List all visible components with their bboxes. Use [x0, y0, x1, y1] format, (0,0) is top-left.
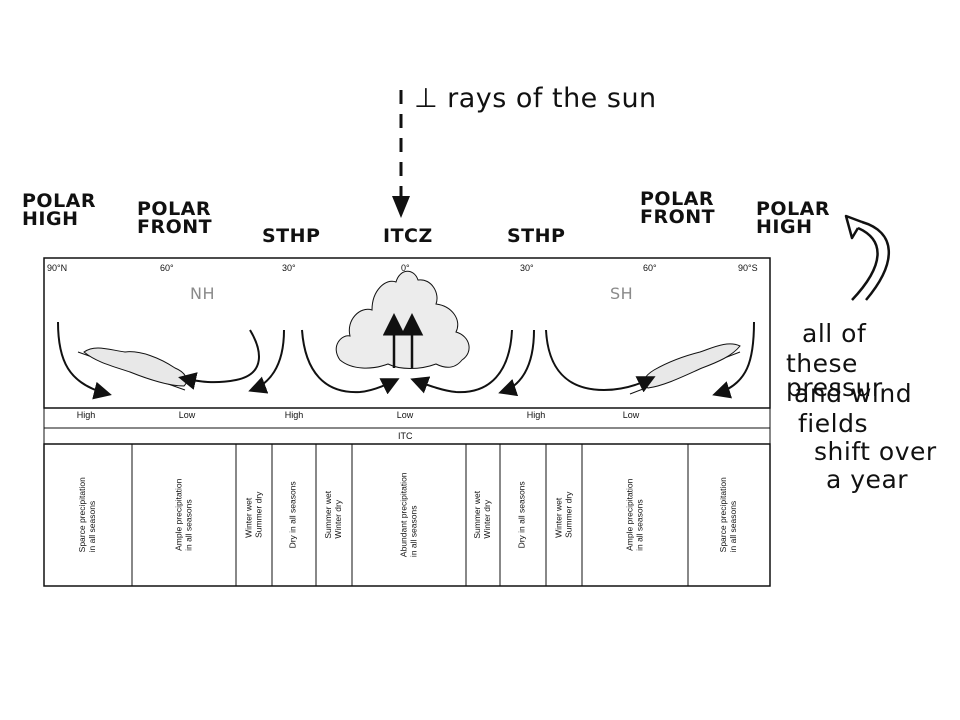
precip-zone-text: Summer wet Winter dry [323, 490, 343, 539]
hemisphere-label-south: SH [610, 284, 634, 303]
shift-note-line: all of [802, 319, 867, 348]
header-polar-front-south: POLAR FRONT [640, 188, 716, 229]
precip-zone: Sparce precipitation in all seasons [688, 446, 770, 583]
precip-zone-text: Sparce precipitation in all seasons [718, 476, 738, 553]
latitude-label: 30° [520, 263, 534, 273]
precip-zone: Ample precipitation in all seasons [132, 446, 236, 583]
shift-curved-arrow [844, 214, 890, 301]
latitude-label: 0° [401, 263, 410, 273]
itcz-cloud [335, 270, 470, 369]
header-polar-high-south: POLAR HIGH [756, 198, 831, 239]
precip-zone: Winter wet Summer dry [236, 446, 272, 583]
precip-zone-text: Winter wet Summer dry [553, 491, 574, 538]
precip-zone: Dry in all seasons [272, 446, 316, 583]
latitude-label: 30° [282, 263, 296, 273]
zone-dividers [131, 444, 689, 586]
surface-pressure-label: Low [396, 410, 414, 420]
frontal-cloud-south [643, 343, 741, 389]
surface-pressure-label: High [284, 410, 304, 420]
precip-zone: Winter wet Summer dry [546, 446, 582, 583]
shift-note-line: fields [798, 409, 868, 438]
surface-pressure-label: High [76, 410, 96, 420]
surface-pressure-label: Low [178, 410, 196, 420]
shift-note-line: these pressur [786, 349, 883, 402]
precip-zone-text: Abundant precipitation in all seasons [398, 472, 418, 557]
latitude-label: 90°N [47, 263, 68, 273]
precip-zone: Sparce precipitation in all seasons [44, 446, 132, 583]
sun-ray-arrow [392, 90, 410, 218]
itc-label: ITC [398, 431, 413, 441]
circulation-arrows [57, 321, 755, 400]
zones-box [43, 443, 771, 587]
precip-zone-text: Sparce precipitation in all seasons [77, 476, 97, 553]
frontal-cloud-north [83, 347, 188, 387]
hemisphere-label-north: NH [190, 284, 215, 303]
header-itcz: ITCZ [383, 225, 433, 247]
shift-note-line: shift over [814, 437, 937, 466]
latitude-label: 60° [643, 263, 657, 273]
shift-note-line: a year [826, 465, 909, 494]
precip-zone-text: Summer wet Winter dry [472, 490, 492, 539]
header-polar-high-north: POLAR HIGH [22, 190, 97, 231]
header-sthp-south: STHP [507, 225, 566, 247]
precip-zone-text: Dry in all seasons [288, 480, 299, 549]
precip-zone-text: Dry in all seasons [517, 480, 528, 549]
precip-zone-text: Ample precipitation in all seasons [173, 478, 193, 551]
latitude-label: 60° [160, 263, 174, 273]
latitude-label: 90°S [738, 263, 758, 273]
shift-note-line: and wind [794, 379, 913, 408]
precip-zone: Abundant precipitation in all seasons [352, 446, 466, 583]
precip-zone-text: Winter wet Summer dry [243, 491, 264, 538]
precip-zone: Dry in all seasons [500, 446, 546, 583]
surface-pressure-label: Low [622, 410, 640, 420]
itcz-updraft-arrows [382, 313, 424, 368]
sun-rays-annotation: ⊥ rays of the sun [414, 83, 657, 114]
header-sthp-north: STHP [262, 225, 321, 247]
precip-zone: Summer wet Winter dry [466, 446, 500, 583]
precip-zone: Summer wet Winter dry [316, 446, 352, 583]
surface-pressure-label: High [526, 410, 546, 420]
header-polar-front-north: POLAR FRONT [137, 198, 213, 239]
precip-zone: Ample precipitation in all seasons [582, 446, 688, 583]
precip-zone-text: Ample precipitation in all seasons [624, 478, 644, 551]
